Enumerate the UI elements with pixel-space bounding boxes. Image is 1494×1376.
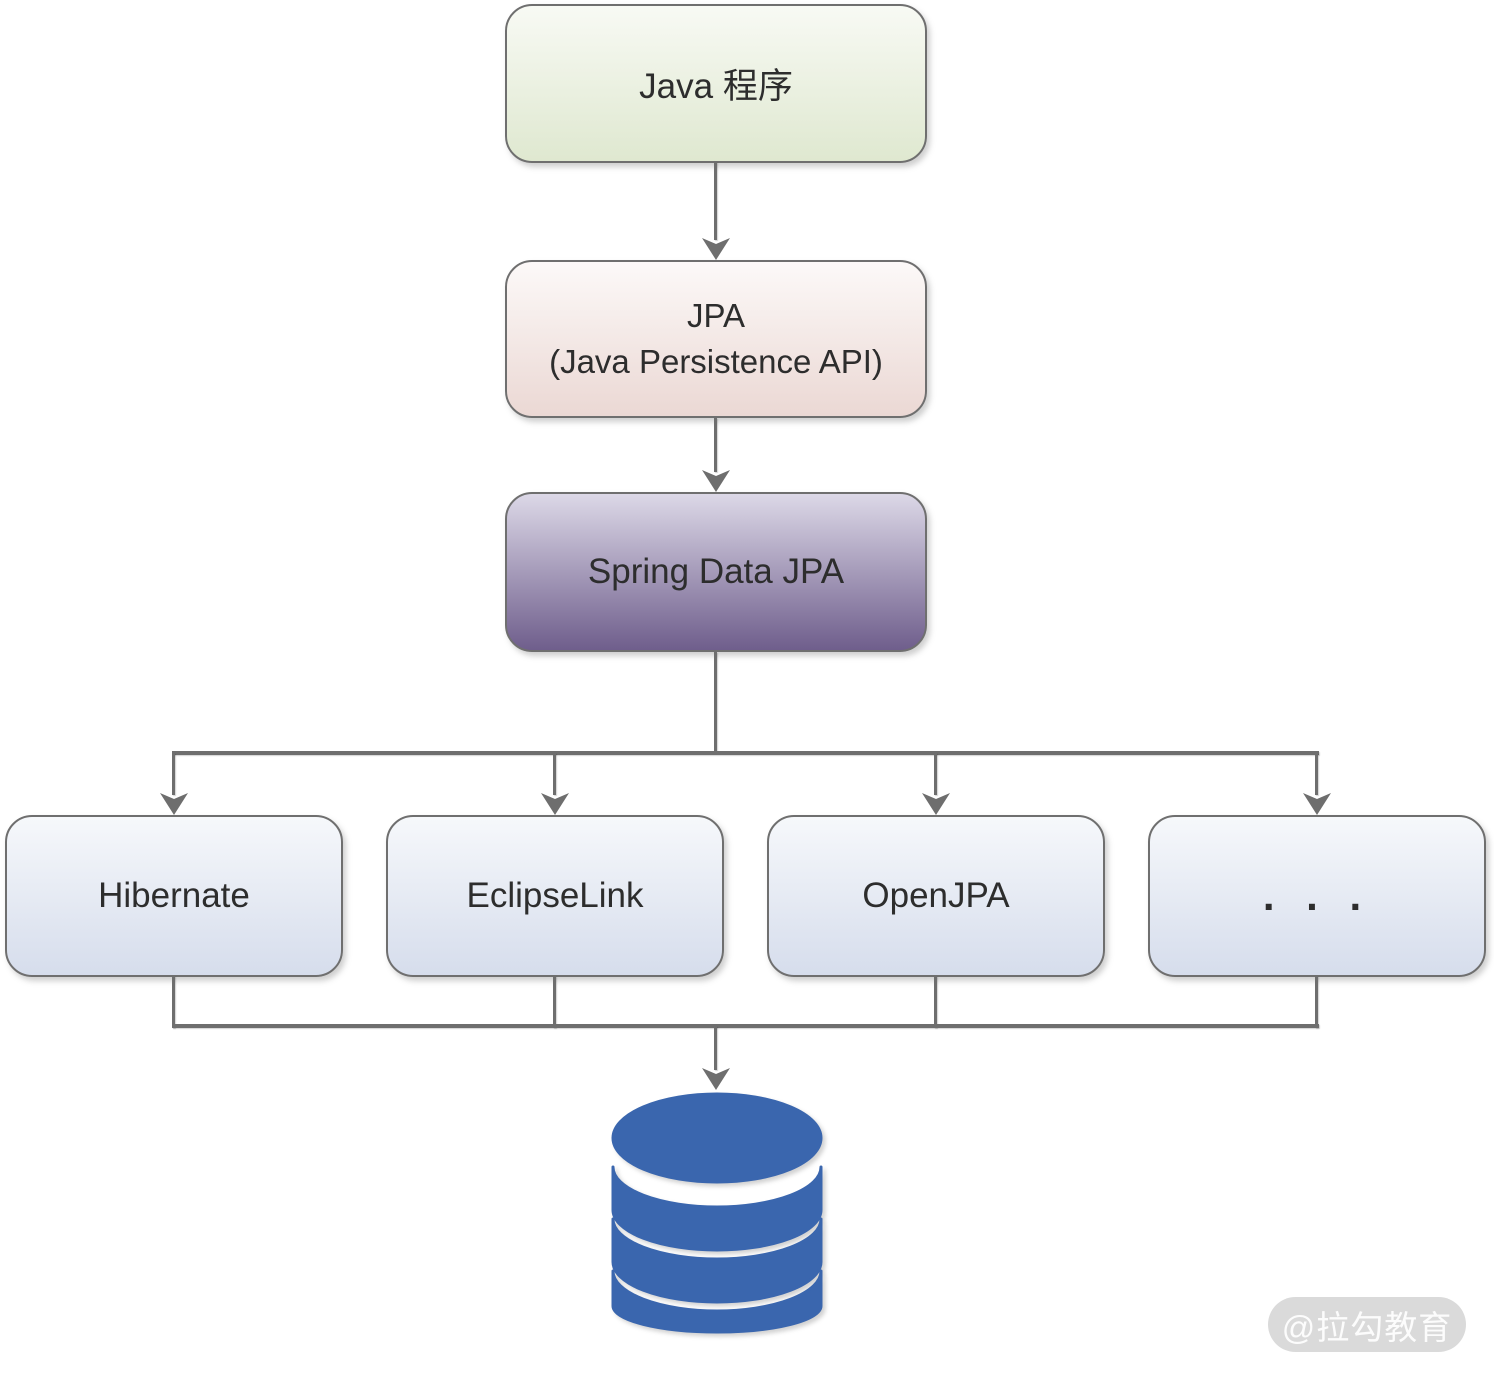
node-jpa-label-line1: JPA: [686, 297, 746, 334]
node-jpa: JPA (Java Persistence API): [505, 260, 927, 418]
node-hibernate: Hibernate: [5, 815, 343, 977]
connector-eclipselink-down: [553, 976, 556, 1028]
connector-hibernate-down: [172, 976, 175, 1028]
node-eclipselink-label: EclipseLink: [466, 876, 644, 915]
connector-java-to-jpa: [714, 162, 717, 240]
connector-to-eclipselink: [553, 753, 556, 795]
arrowhead-to-openjpa: [922, 793, 950, 815]
connector-springdatajpa-stem: [714, 652, 717, 753]
connector-to-openjpa: [934, 753, 937, 795]
arrowhead-to-hibernate: [160, 793, 188, 815]
connector-to-database: [714, 1026, 717, 1070]
arrowhead-to-database: [702, 1068, 730, 1090]
node-java-app: Java 程序: [505, 4, 927, 163]
database-icon: [611, 1092, 823, 1334]
connector-to-hibernate: [172, 753, 175, 795]
node-openjpa-label: OpenJPA: [862, 876, 1010, 915]
connector-jpa-to-springdatajpa: [714, 418, 717, 472]
node-jpa-label-line2: (Java Persistence API): [549, 343, 883, 380]
node-more-providers: . . .: [1148, 815, 1486, 977]
watermark-badge: @拉勾教育: [1268, 1297, 1466, 1352]
node-hibernate-label: Hibernate: [98, 876, 250, 915]
connector-fanout-bus: [172, 751, 1319, 755]
node-eclipselink: EclipseLink: [386, 815, 724, 977]
node-spring-data-jpa-label: Spring Data JPA: [587, 552, 845, 591]
arrowhead-to-more: [1303, 793, 1331, 815]
connector-to-more: [1315, 753, 1318, 795]
node-spring-data-jpa: Spring Data JPA: [505, 492, 927, 652]
arrowhead-to-eclipselink: [541, 793, 569, 815]
node-more-providers-label: . . .: [1262, 872, 1372, 919]
arrowhead-java-to-jpa: [702, 238, 730, 260]
connector-openjpa-down: [934, 976, 937, 1028]
arrowhead-jpa-to-springdatajpa: [702, 470, 730, 492]
watermark-text: @拉勾教育: [1281, 1308, 1453, 1346]
connector-more-down: [1315, 976, 1318, 1028]
node-openjpa: OpenJPA: [767, 815, 1105, 977]
node-java-app-label: Java 程序: [639, 67, 793, 106]
connector-merge-bus: [172, 1024, 1319, 1028]
